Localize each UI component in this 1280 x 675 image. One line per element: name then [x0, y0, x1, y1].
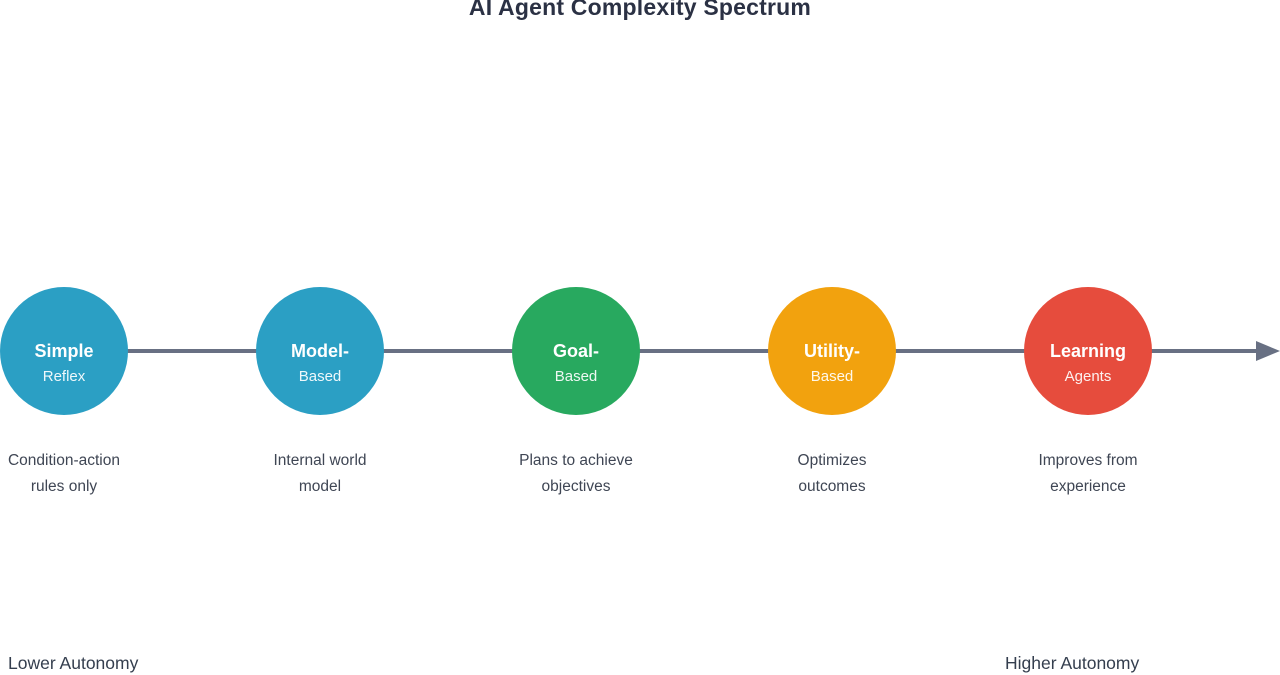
stage-learning-agents: Learning Agents Improves from experience	[960, 287, 1216, 500]
stage-description-line2: outcomes	[798, 478, 866, 495]
stage-description-line2: rules only	[30, 478, 98, 495]
stage-goal-based: Goal- Based Plans to achieve objectives	[448, 287, 704, 500]
stage-label-secondary: Based	[554, 367, 598, 385]
stage-circle: Simple Reflex	[0, 287, 128, 415]
stage-utility-based: Utility- Based Optimizes outcomes	[704, 287, 960, 500]
stage-description: Internal world model	[192, 448, 448, 500]
stage-label-primary: Goal-	[552, 340, 599, 361]
stage-label-secondary: Agents	[1064, 367, 1112, 385]
stage-circle: Learning Agents	[1024, 287, 1152, 415]
stage-description-line1: Condition-action	[7, 452, 120, 469]
stage-description: Optimizes outcomes	[704, 448, 960, 500]
stage-label-primary: Learning	[1049, 340, 1126, 361]
stage-description-line1: Optimizes	[797, 452, 867, 469]
stage-label-primary: Simple	[34, 340, 94, 361]
stage-label-secondary: Based	[810, 367, 854, 385]
lower-autonomy-label: Lower Autonomy	[8, 653, 139, 673]
stage-description-line1: Internal world	[273, 452, 367, 469]
stage-description-line2: experience	[1050, 478, 1126, 495]
stage-description-line1: Plans to achieve	[519, 452, 633, 469]
stage-label-secondary: Based	[298, 367, 342, 385]
stage-description-line2: objectives	[541, 478, 611, 495]
stage-description: Improves from experience	[960, 448, 1216, 500]
stage-circle: Goal- Based	[512, 287, 640, 415]
spectrum-axis-line	[64, 349, 1258, 353]
stage-label-primary: Model-	[291, 340, 349, 361]
stage-description-line1: Improves from	[1038, 452, 1138, 469]
arrow-right-icon	[1256, 341, 1280, 361]
stage-circle: Utility- Based	[768, 287, 896, 415]
stage-label-primary: Utility-	[804, 340, 860, 361]
stage-model-based: Model- Based Internal world model	[192, 287, 448, 500]
higher-autonomy-label: Higher Autonomy	[1005, 653, 1140, 673]
stage-description-line2: model	[298, 478, 342, 495]
stage-description: Condition-action rules only	[0, 448, 192, 500]
stage-circle: Model- Based	[256, 287, 384, 415]
stage-simple-reflex: Simple Reflex Condition-action rules onl…	[0, 287, 192, 500]
stage-label-secondary: Reflex	[42, 367, 86, 385]
page-title: AI Agent Complexity Spectrum	[468, 0, 812, 20]
stage-description: Plans to achieve objectives	[448, 448, 704, 500]
